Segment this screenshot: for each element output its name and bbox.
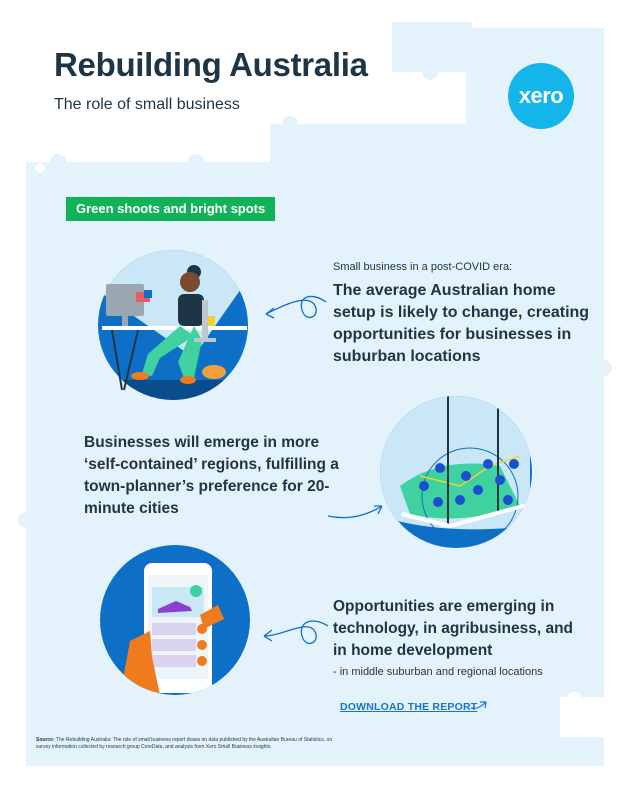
page-title: Rebuilding Australia	[54, 46, 368, 83]
source-text: The Rebuilding Australia: The role of sm…	[36, 737, 333, 750]
arrow-right-icon	[470, 701, 487, 709]
section1-headline: The average Australian home setup is lik…	[333, 282, 590, 365]
logo-text: xero	[518, 83, 564, 108]
section1-label: Small business in a post-COVID era:	[333, 261, 513, 273]
xero-logo[interactable]: xero	[508, 63, 574, 129]
section3-note: - in middle suburban and regional locati…	[333, 666, 543, 678]
download-report-link[interactable]: DOWNLOAD THE REPORT	[340, 701, 478, 713]
page-subtitle: The role of small business	[54, 96, 240, 113]
phone-app-illustration	[100, 545, 250, 695]
curl-arrow-1	[265, 295, 327, 319]
section-banner: Green shoots and bright spots	[66, 197, 276, 221]
home-office-illustration	[98, 250, 248, 400]
source-label: Source:	[36, 737, 55, 743]
source-footnote: Source: The Rebuilding Australia: The ro…	[36, 737, 336, 751]
map-illustration	[380, 396, 532, 548]
section3-headline: Opportunities are emerging in technology…	[333, 598, 574, 659]
curl-arrow-3	[263, 620, 329, 645]
curl-arrow-2	[327, 505, 383, 519]
section2-headline: Businesses will emerge in more ‘self-con…	[84, 434, 339, 517]
